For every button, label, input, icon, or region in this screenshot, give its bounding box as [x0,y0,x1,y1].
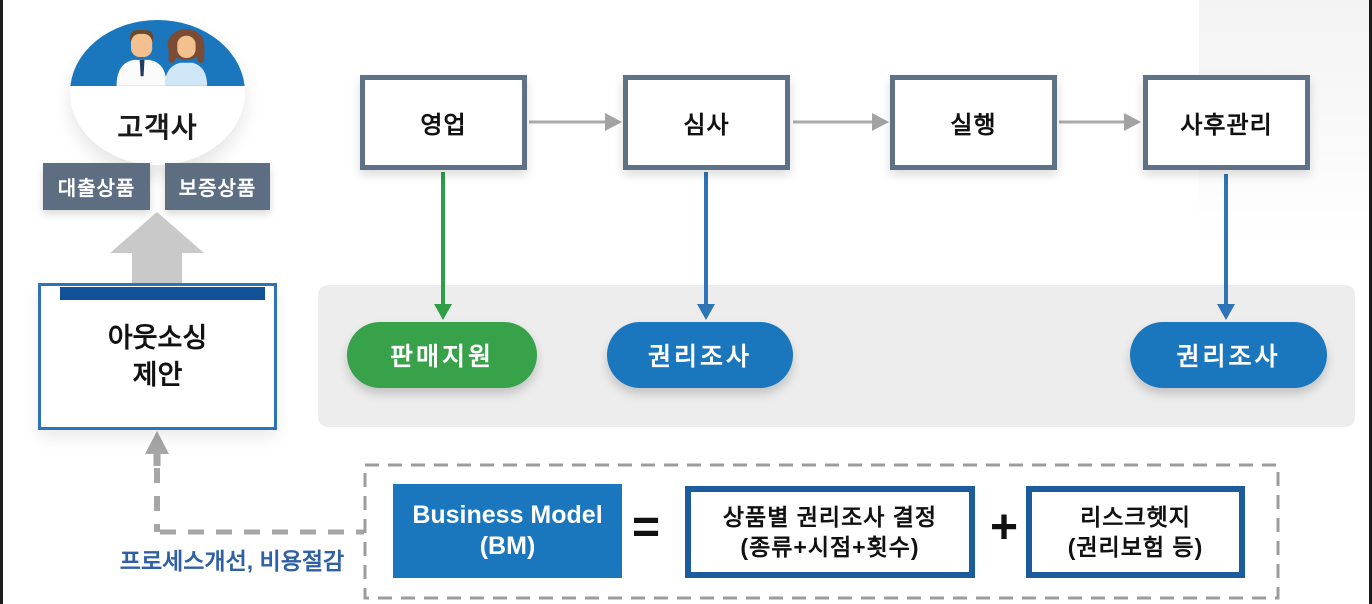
business-model-line2: (BM) [479,532,536,560]
customer-label: 고객사 [117,112,198,143]
plus-sign: + [989,501,1019,554]
decision-line1: 상품별 권리조사 결정 [722,504,938,530]
process-note: 프로세스개선, 비용절감 [119,548,345,574]
outsourcing-box-header-bar [60,287,265,300]
outsourcing-title-line2: 제안 [132,359,183,390]
left-frame-edge [0,0,3,604]
flow-arrow-2-head [872,113,889,131]
product-tag-loan: 대출상품 [43,163,150,210]
business-model-box: Business Model (BM) [393,484,622,578]
decision-box: 상품별 권리조사 결정 (종류+시점+횟수) [685,486,975,578]
blue-arrow-1-head [697,304,715,320]
flow-step-execution: 실행 [890,75,1057,170]
outsourcing-title-line1: 아웃소싱 [107,322,208,353]
people-icon [116,29,207,86]
outsourcing-box: 아웃소싱 제안 [38,283,277,430]
pill-rights-check-1: 권리조사 [607,322,793,388]
right-frame-edge [1369,0,1372,604]
flow-arrow-1-head [605,113,622,131]
decision-line2: (종류+시점+횟수) [740,534,920,560]
small-up-arrow-head [145,431,169,454]
flow-step-sales: 영업 [360,75,527,170]
flow-step-review: 심사 [623,75,790,170]
pill-sales-support: 판매지원 [347,322,537,388]
small-up-arrow-shaft [153,452,161,466]
equals-sign: = [631,501,661,554]
business-model-line1: Business Model [412,501,603,529]
formula-dashed-frame [363,463,1280,600]
blue-arrow-2-head [1217,304,1235,320]
risk-hedge-box: 리스크헷지 (권리보험 등) [1026,486,1245,578]
hedge-line2: (권리보험 등) [1067,534,1204,560]
pill-rights-check-2: 권리조사 [1130,322,1327,388]
big-up-arrow [110,212,204,291]
green-arrow-head [434,304,452,320]
customer-circle: 고객사 [70,20,245,165]
flow-arrow-3-head [1124,113,1141,131]
flow-step-aftercare: 사후관리 [1143,75,1310,170]
product-tag-guarantee: 보증상품 [165,163,270,210]
hedge-line1: 리스크헷지 [1080,504,1191,530]
customer-circle-cap [70,20,245,86]
